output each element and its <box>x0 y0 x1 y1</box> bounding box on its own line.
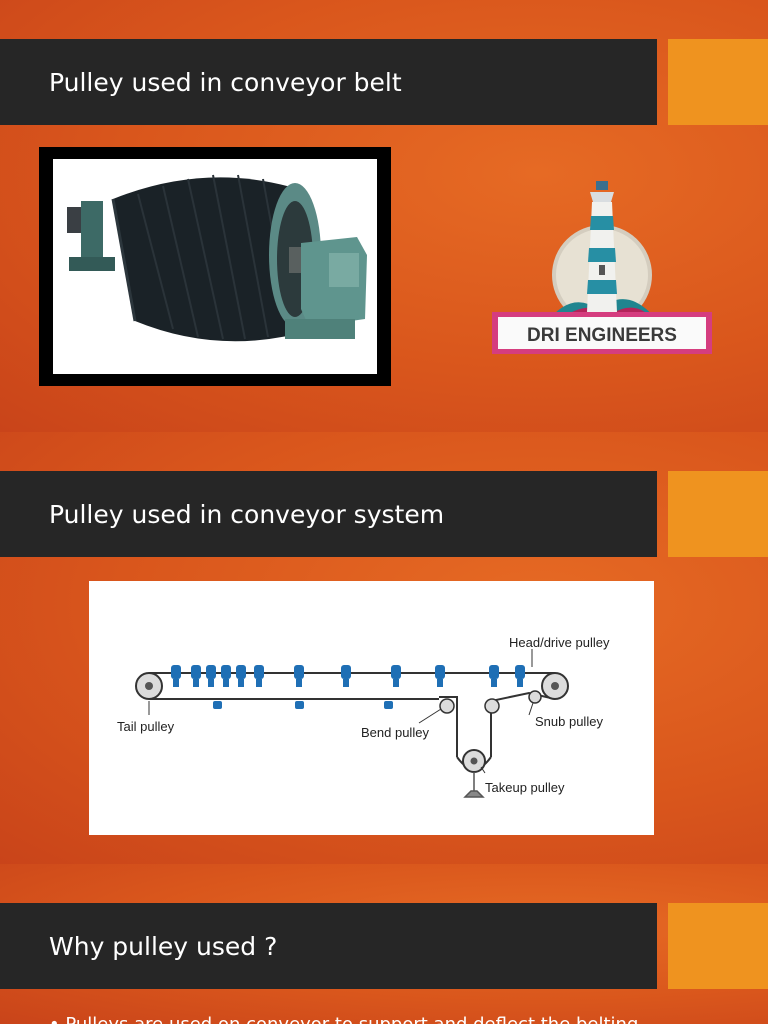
slide-3: Why pulley used ? • Pulleys are used on … <box>0 864 768 1024</box>
conveyor-system-diagram: Head/drive pulley Tail pulley Bend pulle… <box>89 581 654 835</box>
tail-pulley-label: Tail pulley <box>117 719 175 734</box>
head-pulley <box>541 672 569 700</box>
slide-title-bar: Why pulley used ? <box>0 903 657 989</box>
lighthouse-icon <box>587 181 617 312</box>
accent-box <box>668 39 768 125</box>
slide-2: Pulley used in conveyor system <box>0 432 768 864</box>
pulley-photo <box>39 147 391 386</box>
conveyor-pulley-image <box>67 174 367 342</box>
carrying-idlers <box>171 665 525 687</box>
accent-box <box>668 903 768 989</box>
slide-title: Pulley used in conveyor system <box>49 499 445 529</box>
snub-pulley-label: Snub pulley <box>535 714 603 729</box>
takeup-pulley <box>462 749 486 798</box>
bend-pulley-label: Bend pulley <box>361 725 429 740</box>
slide-title-bar: Pulley used in conveyor system <box>0 471 657 557</box>
slide-title-bar: Pulley used in conveyor belt <box>0 39 657 125</box>
return-idlers <box>213 701 393 709</box>
slide-1: Pulley used in conveyor belt <box>0 0 768 432</box>
takeup-pulley-label: Takeup pulley <box>485 780 565 795</box>
accent-box <box>668 471 768 557</box>
slide-title: Why pulley used ? <box>49 931 278 961</box>
tail-pulley <box>135 672 163 700</box>
logo-text: DRI ENGINEERS <box>527 325 677 346</box>
bullet-item: • Pulleys are used on conveyor to suppor… <box>49 1014 709 1024</box>
head-pulley-label: Head/drive pulley <box>509 635 610 650</box>
slide-title: Pulley used in conveyor belt <box>49 67 402 97</box>
snub-pulley <box>528 690 542 704</box>
dri-engineers-logo: DRI ENGINEERS <box>487 172 717 372</box>
bend-pulley <box>439 698 500 714</box>
